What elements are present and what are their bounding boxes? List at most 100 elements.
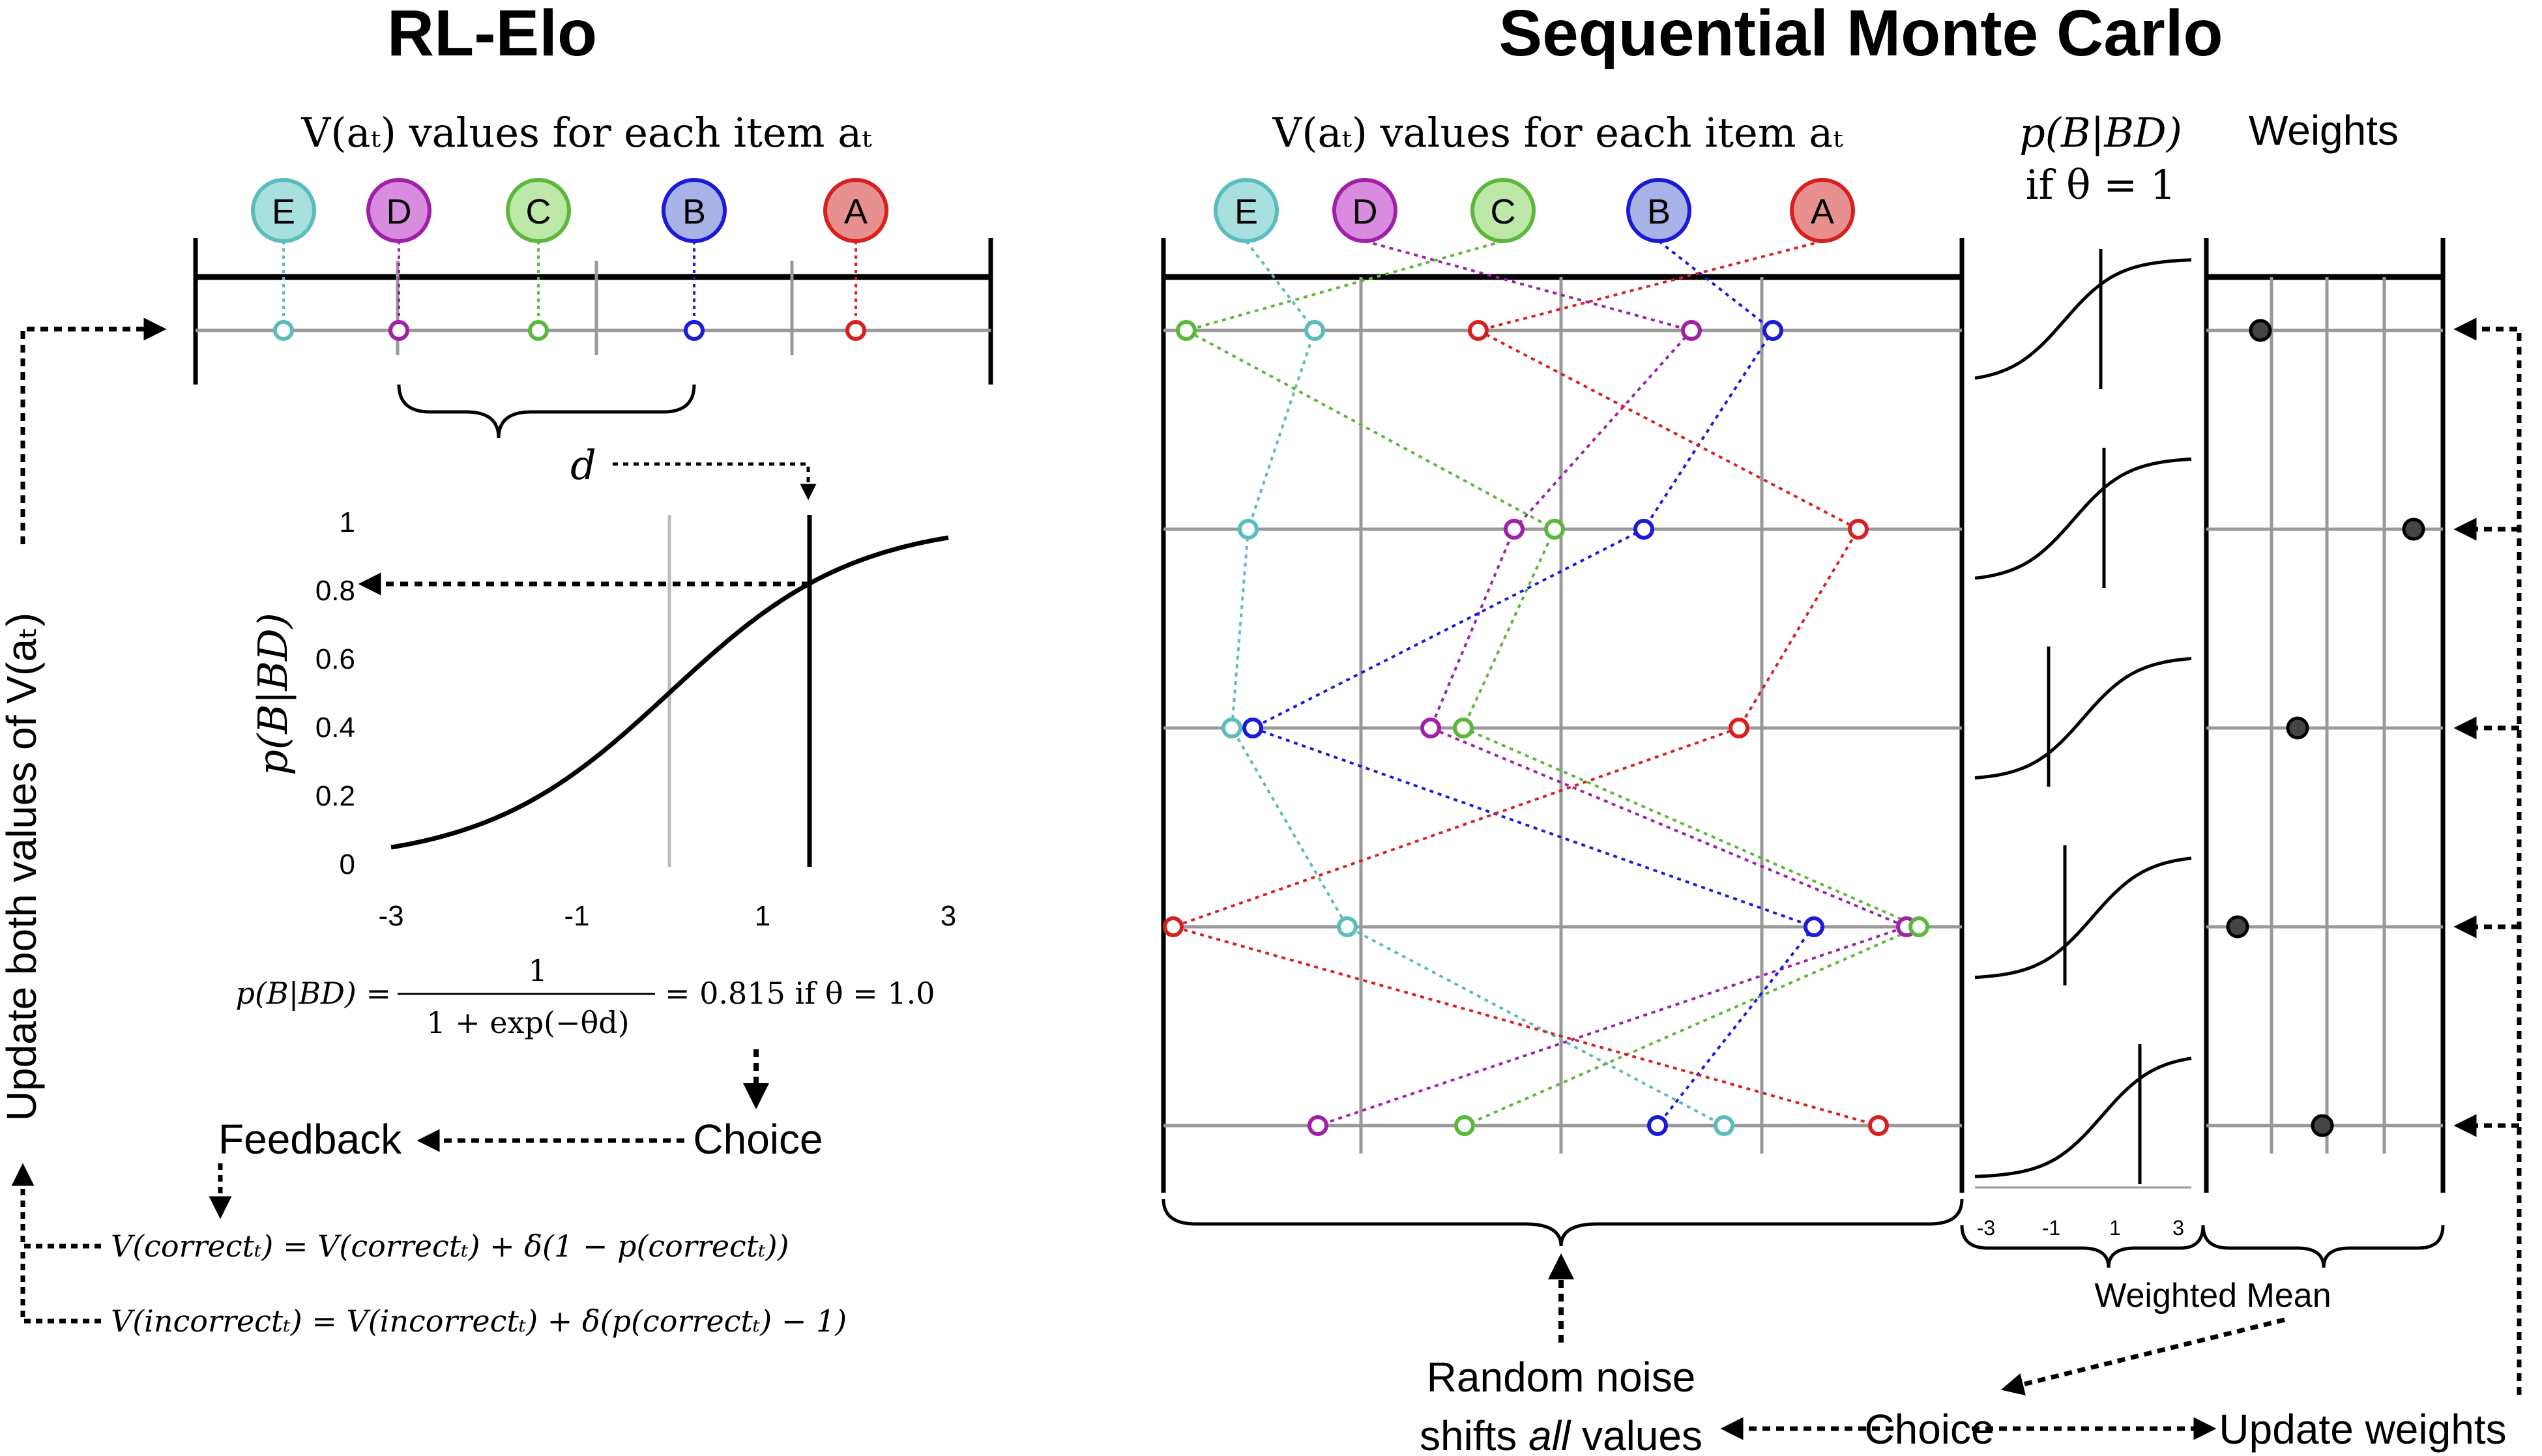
y-tick-label: 0: [340, 849, 355, 881]
smc-title: Sequential Monte Carlo: [1498, 0, 2223, 70]
particle-value-marker: [1633, 519, 1654, 540]
weight-marker: [2226, 915, 2249, 939]
item-value-marker: [273, 320, 294, 341]
mini-curve-2: [1974, 448, 2192, 588]
rl-elo-values-label: V(aₜ) values for each item aₜ: [301, 109, 873, 156]
particle-value-marker: [1908, 916, 1929, 937]
y-tick-label: 0.2: [315, 780, 355, 812]
mini-x-tick-label: 3: [2172, 1216, 2184, 1240]
side-feedback-arrow: [20, 317, 167, 544]
equation-denominator: 1 + exp(−θd): [426, 1005, 629, 1040]
particle-value-marker: [1453, 718, 1474, 738]
item-label: E: [1234, 192, 1258, 231]
rl-elo-number-line: [193, 238, 993, 385]
shifts-all-values-label: shifts all values: [1420, 1412, 1702, 1456]
weight-marker: [2286, 716, 2309, 740]
smc-panel: Sequential Monte Carlo V(aₜ) values for …: [1161, 0, 2522, 1456]
particle-path-a: [1169, 240, 1879, 1127]
smc-values-label: V(aₜ) values for each item aₜ: [1272, 109, 1844, 156]
item-label: C: [526, 192, 551, 231]
particle-value-marker: [1504, 519, 1525, 540]
item-node-a: A: [823, 178, 888, 341]
particle-value-marker: [1308, 1115, 1328, 1136]
item-label: A: [844, 192, 868, 231]
x-tick-label: 1: [755, 900, 770, 932]
particle-connections: [1169, 240, 1922, 1127]
mini-x-tick-label: -3: [1977, 1216, 1995, 1240]
particle-value-marker: [1544, 519, 1565, 540]
item-label: D: [387, 192, 412, 231]
x-tick-label: -3: [378, 900, 403, 932]
particle-grid: [1163, 277, 1962, 1154]
item-label: B: [1647, 192, 1671, 231]
particle-value-marker: [1242, 718, 1263, 738]
x-tick-label: -1: [564, 900, 589, 932]
item-node-b: B: [662, 178, 727, 341]
item-node-d: D: [366, 178, 431, 341]
particle-path-c: [1182, 240, 1922, 1127]
y-axis-label: p(B|BD): [249, 613, 297, 776]
weight-marker: [2402, 517, 2425, 541]
smc-prob-label-1: p(B|BD): [2019, 109, 2182, 156]
particle-weights: [2206, 277, 2443, 1154]
particle-value-marker: [1454, 1115, 1475, 1136]
item-label: B: [682, 192, 706, 231]
particle-value-marker: [1868, 1115, 1889, 1136]
item-label: E: [272, 192, 295, 231]
update-weights-label: Update weights: [2219, 1406, 2506, 1453]
smc-item-d: D: [1308, 178, 1917, 1136]
y-tick-label: 0.4: [315, 712, 355, 744]
weights-feedback-trunk: [2453, 317, 2522, 1395]
weight-marker: [2311, 1114, 2334, 1137]
mini-curve-5: [1974, 1044, 2192, 1184]
weights-box: [2204, 238, 2446, 1193]
item-node-c: C: [506, 178, 571, 341]
equation-lhs: p(B|BD) =: [236, 976, 392, 1011]
y-tick-label: 0.8: [315, 575, 355, 607]
d-brace: [397, 384, 696, 439]
mini-probability-curves: [1974, 249, 2192, 1189]
mini-curve-1: [1974, 249, 2192, 389]
feedback-label: Feedback: [218, 1116, 402, 1163]
d-label: d: [570, 441, 596, 489]
particles-brace: [1161, 1199, 1964, 1247]
update-values-side-label: Update both values of V(aₜ): [0, 613, 45, 1121]
item-value-marker: [845, 320, 866, 341]
weights-feedback-arrows: [2453, 517, 2519, 1137]
random-noise-label: Random noise: [1427, 1354, 1696, 1401]
weighted-mean-label: Weighted Mean: [2094, 1277, 2331, 1315]
equation-numerator: 1: [528, 953, 547, 988]
particle-value-marker: [1647, 1115, 1668, 1136]
particle-value-marker: [1304, 320, 1325, 341]
update-incorrect-equation: V(incorrectₜ) = V(incorrectₜ) + δ(p(corr…: [111, 1303, 847, 1339]
item-value-marker: [528, 320, 549, 341]
particle-value-marker: [1238, 519, 1259, 540]
y-tick-label: 1: [340, 506, 355, 538]
rl-choice-label: Choice: [693, 1116, 823, 1163]
logistic-equation: p(B|BD) = 1 1 + exp(−θd) = 0.815 if θ = …: [236, 953, 935, 1040]
weights-label: Weights: [2249, 107, 2399, 154]
particle-path-d: [1317, 240, 1910, 1127]
particle-value-marker: [1176, 320, 1197, 341]
curves-brace: [1960, 1225, 2205, 1268]
particle-value-marker: [1681, 320, 1702, 341]
item-node-e: E: [251, 178, 316, 341]
smc-item-e: E: [1214, 178, 1734, 1136]
particle-value-marker: [1468, 320, 1489, 341]
mini-x-tick-label: -1: [2042, 1216, 2060, 1240]
weights-brace: [2201, 1225, 2445, 1268]
equation-rhs: = 0.815 if θ = 1.0: [665, 976, 935, 1011]
particle-value-marker: [1848, 519, 1869, 540]
logistic-curve: [390, 535, 949, 850]
y-tick-label: 0.6: [315, 643, 355, 675]
smc-prob-label-2: if θ = 1: [2026, 161, 2176, 209]
item-value-marker: [388, 320, 409, 341]
item-value-marker: [684, 320, 705, 341]
mini-x-tick-label: 1: [2109, 1216, 2121, 1240]
